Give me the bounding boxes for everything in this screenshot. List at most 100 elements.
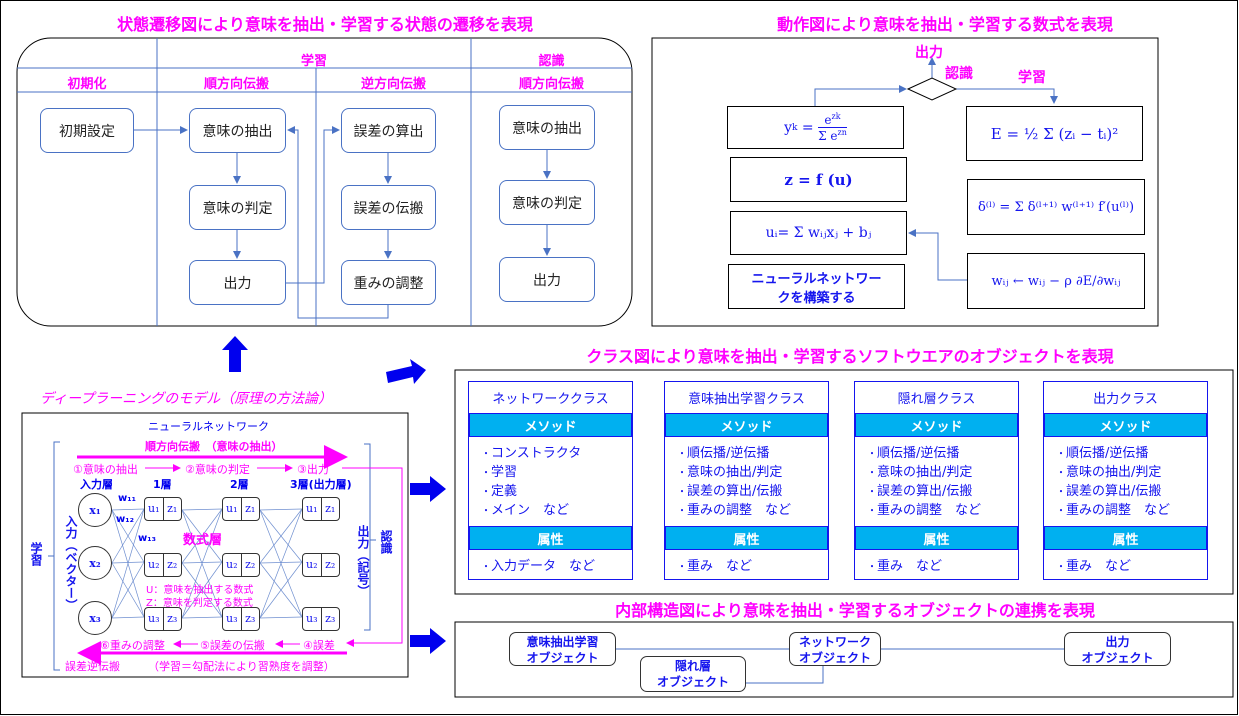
u-value: u₂ — [145, 554, 164, 576]
softmax-fraction: ezk Σ ezn — [818, 112, 847, 143]
softmax-sub: k — [792, 122, 798, 133]
header-recog: 認識 — [538, 54, 565, 69]
methods-header: メソッド — [665, 413, 828, 437]
connection-line — [111, 508, 145, 619]
softmax-num: e — [824, 113, 832, 127]
method-item: 誤差の算出/伝搬 — [867, 483, 1018, 502]
decision-diamond — [906, 77, 958, 101]
layer-2: 2層 — [230, 478, 249, 491]
object-network: ネットワーク オブジェクト — [789, 632, 881, 666]
attributes-header: 属性 — [1044, 526, 1207, 550]
softmax-num-sup: zk — [831, 112, 841, 121]
class-name: ネットワーククラス — [492, 392, 609, 407]
attribute-item: 重み など — [677, 558, 828, 577]
action-diagram-title: 動作図により意味を抽出・学習する数式を表現 — [777, 15, 1113, 34]
softmax-den-sup: zn — [837, 128, 847, 137]
z-value: z₁ — [245, 502, 256, 515]
step3: ③出力 — [297, 463, 329, 476]
backward-note: （学習＝勾配法により習熟度を調整） — [148, 660, 335, 673]
attribute-item: 入力データ など — [481, 558, 632, 577]
layer-1: 1層 — [153, 478, 172, 491]
attribute-item: 重み など — [867, 558, 1018, 577]
formula-weighted-sum: uᵢ= Σ wᵢⱼxⱼ + bⱼ — [730, 211, 907, 255]
connection-line — [259, 508, 303, 619]
step1: ①意味の抽出 — [73, 463, 138, 476]
build-network: ニューラルネットワークを構築する — [728, 264, 905, 309]
attributes-list: 入力データ など — [469, 550, 632, 585]
label-output: 出力 — [915, 45, 943, 61]
u-value: u₁ — [145, 498, 164, 520]
u-value: u₃ — [303, 608, 322, 630]
right-arrow-class — [410, 476, 446, 502]
step2: ②意味の判定 — [185, 463, 250, 476]
class-name: 隠れ層クラス — [897, 392, 976, 407]
method-item: 順伝播/逆伝播 — [677, 445, 828, 464]
state-diagram-title: 状態遷移図により意味を抽出・学習する状態の遷移を表現 — [117, 15, 533, 34]
z-value: z₃ — [167, 612, 178, 625]
z-value: z₂ — [245, 558, 256, 571]
method-item: メイン など — [481, 502, 632, 521]
input-node: x₂ — [78, 546, 112, 580]
attributes-header: 属性 — [855, 526, 1018, 550]
input-node: x₁ — [78, 493, 112, 527]
object-meaning-extract: 意味抽出学習 オブジェクト — [509, 632, 616, 666]
weight-w11: w₁₁ — [118, 493, 136, 504]
method-item: コンストラクタ — [481, 445, 632, 464]
connection-line — [181, 508, 223, 619]
class-diagram-title: クラス図により意味を抽出・学習するソフトウエアのオブジェクトを表現 — [586, 347, 1114, 366]
attribute-item: 重み など — [1056, 558, 1207, 577]
method-item: 意味の抽出/判定 — [1056, 464, 1207, 483]
state-judge: 意味の判定 — [189, 185, 286, 230]
method-item: 定義 — [481, 483, 632, 502]
u-value: u₂ — [223, 554, 242, 576]
attributes-list: 重み など — [855, 550, 1018, 585]
nn-title: ニューラルネットワーク — [148, 420, 269, 433]
u-value: u₂ — [303, 554, 322, 576]
class-box: 意味抽出学習クラス メソッド順伝播/逆伝播意味の抽出/判定誤差の算出/伝搬重みの… — [664, 381, 829, 580]
methods-header: メソッド — [469, 413, 632, 437]
method-item: 誤差の算出/伝搬 — [677, 483, 828, 502]
model-title: ディープラーニングのモデル（原理の方法論） — [40, 391, 333, 407]
connection-line — [181, 508, 223, 511]
state-error-calc: 誤差の算出 — [341, 108, 436, 153]
col-recog-forward: 順方向伝搬 — [518, 77, 584, 92]
connection-line — [259, 616, 303, 619]
formula-delta: δ⁽ˡ⁾ = Σ δ⁽ˡ⁺¹⁾ w⁽ˡ⁺¹⁾ f′(u⁽ˡ⁾) — [967, 179, 1145, 235]
input-node: x₃ — [78, 601, 112, 635]
state-recog-judge: 意味の判定 — [499, 180, 595, 225]
method-item: 重みの調整 など — [867, 502, 1018, 521]
label-learn: 学習 — [1018, 70, 1046, 86]
connection-line — [181, 508, 223, 564]
method-item: 重みの調整 など — [677, 502, 828, 521]
z-value: z₂ — [167, 558, 178, 571]
attributes-header: 属性 — [665, 526, 828, 550]
backward-label: 誤差逆伝搬 — [65, 660, 120, 673]
method-item: 意味の抽出/判定 — [867, 464, 1018, 483]
input-vector-label: 入力（ベクター） — [64, 515, 78, 611]
methods-list: コンストラクタ学習定義メイン など — [469, 437, 632, 526]
state-error-prop: 誤差の伝搬 — [341, 185, 436, 230]
method-item: 学習 — [481, 464, 632, 483]
state-recog-extract: 意味の抽出 — [499, 105, 595, 150]
learn-bracket-label: 学習 — [29, 542, 43, 566]
label-recog: 認識 — [945, 66, 973, 82]
connection-line — [181, 561, 223, 619]
big-up-arrow — [222, 336, 248, 372]
z-value: z₃ — [325, 612, 336, 625]
method-item: 重みの調整 など — [1056, 502, 1207, 521]
class-box: ネットワーククラス メソッドコンストラクタ学習定義メイン など属性入力データ な… — [468, 381, 633, 580]
forward-label: 順方向伝搬 （意味の抽出） — [145, 440, 283, 453]
u-value: u₁ — [303, 498, 322, 520]
connection-line — [259, 561, 303, 564]
softmax-lhs: y — [784, 119, 793, 136]
